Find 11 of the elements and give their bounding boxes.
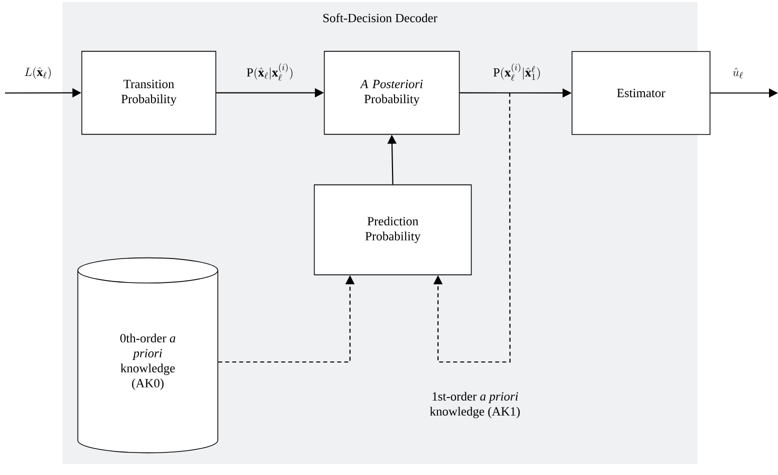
database-cylinder: 0th-order a priori knowledge (AK0) — [77, 257, 218, 454]
process-box: Prediction Probability — [314, 184, 472, 276]
arrow — [433, 92, 511, 363]
edge-label: $L(\hat{\mathbf{x}}_\ell)$ — [24, 67, 51, 79]
edge-label: 1st-order a priori knowledge (AK1) — [430, 392, 520, 418]
edge-label: $\hat{u}_\ell$ — [732, 68, 743, 78]
edge-label: $\mathrm{P}(\mathbf{x}_\ell^{(i)}|\hat{\mathbf{x}}_1^\ell)$ — [493, 63, 540, 81]
edge-label: $\mathrm{P}(\hat{\mathbf{x}}_\ell|\mathbf{x}_\ell^{(i)})$ — [246, 63, 292, 81]
process-box: Estimator — [572, 51, 710, 135]
process-box: A Posteriori Probability — [324, 50, 460, 135]
process-box: Transition Probability — [81, 50, 216, 135]
